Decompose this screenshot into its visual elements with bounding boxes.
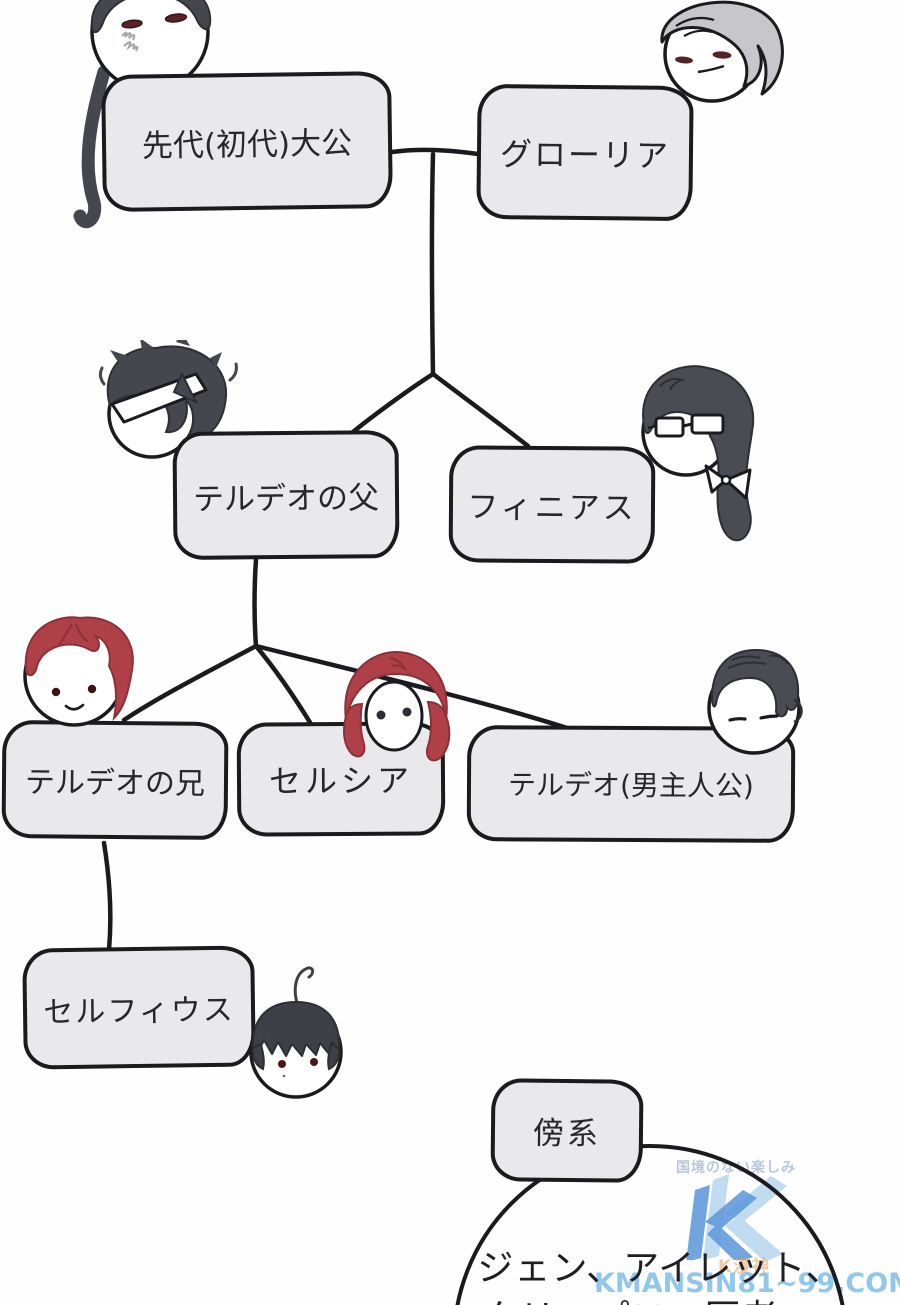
node-phineas-label: フィニアス xyxy=(467,489,637,527)
node-phineas: フィニアス xyxy=(448,445,656,564)
node-terdeo-brother-label: テルデオの兄 xyxy=(24,765,206,802)
grand-duke-right-eye xyxy=(164,13,188,23)
phineas-glasses-temple xyxy=(647,424,657,430)
watermark-brand: K漫神 xyxy=(718,1257,772,1277)
terdeo-brother-right-eye xyxy=(87,684,97,694)
gloria-mouth xyxy=(697,64,725,74)
terdeo-portrait xyxy=(707,648,803,755)
terdeo-father-hair-tuft xyxy=(172,371,199,405)
branch-to-phineas xyxy=(430,371,531,449)
selphius-left-eye xyxy=(278,1060,286,1068)
phineas-glasses-bridge xyxy=(682,422,693,428)
node-terdeo-father: テルデオの父 xyxy=(172,430,400,560)
terdeo-brother-hair xyxy=(24,616,134,722)
celsia-portrait xyxy=(343,650,451,762)
celsia-left-eye xyxy=(376,710,386,720)
node-terdeo-brother: テルデオの兄 xyxy=(1,720,229,840)
watermark-front-k xyxy=(686,1185,757,1260)
grand-duke-portrait xyxy=(73,0,212,229)
node-grand-duke: 先代(初代)大公 xyxy=(101,70,393,213)
grand-duke-ponytail xyxy=(73,65,111,229)
gloria-hair xyxy=(660,0,784,96)
grand-duke-hair xyxy=(90,0,212,34)
node-terdeo-label: テルデオ(男主人公) xyxy=(507,768,754,803)
descent-line-to-selphius xyxy=(101,840,113,953)
phineas-ribbon-icon xyxy=(704,464,752,500)
node-collateral: 傍系 xyxy=(490,1078,644,1183)
terdeo-brother-smile xyxy=(64,703,85,711)
phineas-glasses-right-lens xyxy=(690,413,725,435)
selphius-ahoge xyxy=(293,966,315,1008)
celsia-hair-detail xyxy=(389,657,407,671)
collateral-members-line1: ジェン、アイレット、 xyxy=(477,1248,843,1289)
celsia-right-eye xyxy=(402,707,412,717)
terdeo-father-portrait xyxy=(98,340,238,459)
node-selphius-label: セルフィウス xyxy=(43,992,235,1030)
watermark-site-url: KMANSIN81~99.COM xyxy=(594,1268,900,1299)
terdeo-brother-portrait xyxy=(23,616,134,727)
branch-to-terdeo xyxy=(253,643,573,732)
terdeo-comb-lines xyxy=(727,654,789,669)
collateral-circle xyxy=(455,1144,845,1305)
selphius-portrait xyxy=(249,966,343,1099)
watermark-slogan: 国境のない楽しみ xyxy=(676,1160,796,1176)
terdeo-brother-fringe-lines xyxy=(57,623,89,647)
branch-to-celsia xyxy=(253,643,314,727)
terdeo-closed-eyes xyxy=(728,714,779,722)
phineas-hair xyxy=(642,365,755,542)
celsia-hair-right-curtain xyxy=(426,700,451,762)
selphius-side-locks xyxy=(251,1042,341,1071)
gloria-portrait xyxy=(660,0,784,103)
phineas-hair-curl xyxy=(659,377,686,391)
selphius-hair xyxy=(251,1001,341,1057)
marriage-line-gen1 xyxy=(389,147,481,157)
terdeo-father-stray-hairs xyxy=(98,362,238,386)
node-terdeo-father-label: テルデオの父 xyxy=(192,479,380,518)
collateral-members-line2: クリップス、医者etc xyxy=(448,1294,872,1305)
node-collateral-label: 傍系 xyxy=(532,1115,602,1153)
celsia-face xyxy=(364,680,424,752)
descent-line-gen1 xyxy=(429,151,436,377)
selphius-mole xyxy=(282,1074,286,1078)
node-selphius: セルフィウス xyxy=(22,945,256,1070)
branch-to-terdeo-brother xyxy=(121,643,259,723)
descent-line-gen2 xyxy=(252,556,259,649)
branch-to-terdeo-father xyxy=(345,371,436,439)
gloria-right-eye xyxy=(712,51,732,59)
node-gloria: グローリア xyxy=(476,83,694,222)
grand-duke-scribble xyxy=(121,31,139,52)
node-gloria-label: グローリア xyxy=(499,134,671,175)
grand-duke-left-eye xyxy=(121,19,143,29)
node-grand-duke-label: 先代(初代)大公 xyxy=(141,125,353,165)
terdeo-ear-tuft xyxy=(793,698,803,724)
gloria-left-eye xyxy=(675,56,693,64)
gloria-fringe-lines xyxy=(675,16,715,37)
phineas-portrait xyxy=(641,365,755,542)
phineas-glasses-left-lens xyxy=(654,416,685,438)
terdeo-brother-left-eye xyxy=(51,687,61,697)
selphius-right-eye xyxy=(310,1058,318,1066)
collateral-members: ジェン、アイレット、 クリップス、医者etc xyxy=(448,1244,872,1305)
celsia-hair-left-curtain xyxy=(343,702,366,758)
